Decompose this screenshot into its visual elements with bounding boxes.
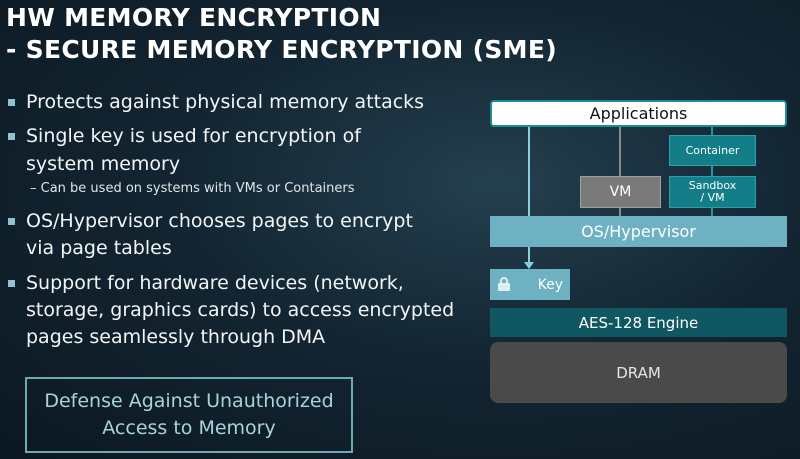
bullet-3-line-1: OS/Hypervisor chooses pages to encrypt [26,210,413,232]
bullet-2-line-1: Single key is used for encryption of [26,125,361,147]
lock-icon [498,277,510,291]
dram-box: DRAM [490,342,787,403]
container-box: Container [669,135,756,166]
vm-line [619,126,621,218]
sandbox-vm-box: Sandbox / VM [669,176,756,208]
arrow-head-icon [524,262,534,269]
bullet-icon [8,133,15,140]
bullet-icon [8,280,15,287]
key-label: Key [537,276,563,293]
callout-box: Defense Against Unauthorized Access to M… [25,377,353,453]
key-box: Key [490,269,570,300]
applications-box: Applications [490,100,787,127]
bullet-icon [8,218,15,225]
bullet-4-line-3: pages seamlessly through DMA [26,326,326,348]
os-hypervisor-box: OS/Hypervisor [490,216,787,247]
key-arrow-line [528,126,530,268]
bullet-1: Protects against physical memory attacks [26,91,425,113]
bullet-4-line-1: Support for hardware devices (network, [26,272,404,294]
vm-box: VM [580,176,661,208]
bullet-icon [8,99,15,106]
bullet-2-line-2: system memory [26,153,181,175]
container-line [711,126,713,218]
aes-engine-box: AES-128 Engine [490,308,787,337]
bullet-4-line-2: storage, graphics cards) to access encry… [26,299,455,321]
sub-bullet: – Can be used on systems with VMs or Con… [30,181,355,196]
title-line-1: HW MEMORY ENCRYPTION [6,3,382,32]
title-line-2: - SECURE MEMORY ENCRYPTION (SME) [6,35,557,64]
bullet-3-line-2: via page tables [26,237,172,259]
